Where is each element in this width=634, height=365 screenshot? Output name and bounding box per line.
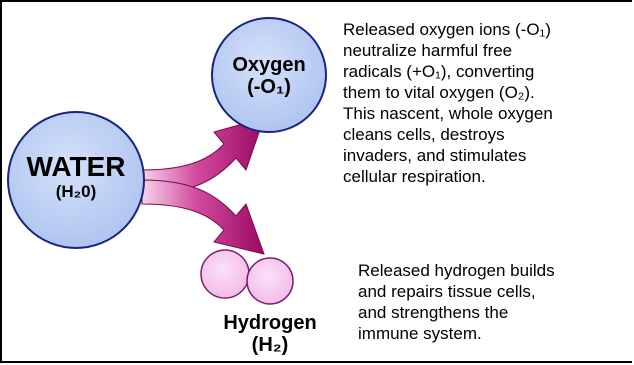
water-label-name: WATER xyxy=(26,151,126,182)
hydrogen-description-line: and strengthens the xyxy=(358,303,509,322)
hydrogen-atom-left xyxy=(200,249,250,299)
oxygen-label: Oxygen (-O₁) xyxy=(209,54,329,98)
oxygen-label-formula: (-O₁) xyxy=(247,76,291,98)
arrow-to-hydrogen xyxy=(141,179,265,255)
water-label: WATER (H₂0) xyxy=(14,152,138,202)
split-arrows xyxy=(141,117,265,255)
oxygen-description-line: them to vital oxygen (O₂). xyxy=(343,83,535,102)
oxygen-description-line: This nascent, whole oxygen xyxy=(343,104,553,123)
oxygen-label-name: Oxygen xyxy=(232,54,306,76)
oxygen-description-line: invaders, and stimulates xyxy=(343,146,527,165)
hydrogen-atom-right xyxy=(246,257,294,305)
hydrogen-label: Hydrogen (H₂) xyxy=(200,312,340,356)
oxygen-description: Released oxygen ions (-O₁) neutralize ha… xyxy=(343,19,628,187)
water-circle xyxy=(7,111,145,249)
oxygen-description-line: Released oxygen ions (-O₁) xyxy=(343,20,551,39)
oxygen-description-line: cleans cells, destroys xyxy=(343,125,505,144)
hydrogen-label-name: Hydrogen xyxy=(223,312,317,334)
hydrogen-description-line: immune system. xyxy=(358,324,482,343)
hydrogen-description-line: Released hydrogen builds xyxy=(358,261,555,280)
oxygen-description-line: cellular respiration. xyxy=(343,167,486,186)
hydrogen-label-formula: (H₂) xyxy=(251,334,289,356)
hydrogen-description-line: and repairs tissue cells, xyxy=(358,282,536,301)
oxygen-circle xyxy=(211,17,327,133)
oxygen-description-line: radicals (+O₁), converting xyxy=(343,62,535,81)
oxygen-description-line: neutralize harmful free xyxy=(343,41,513,60)
water-label-formula: (H₂0) xyxy=(55,182,97,201)
hydrogen-description: Released hydrogen builds and repairs tis… xyxy=(358,260,628,344)
